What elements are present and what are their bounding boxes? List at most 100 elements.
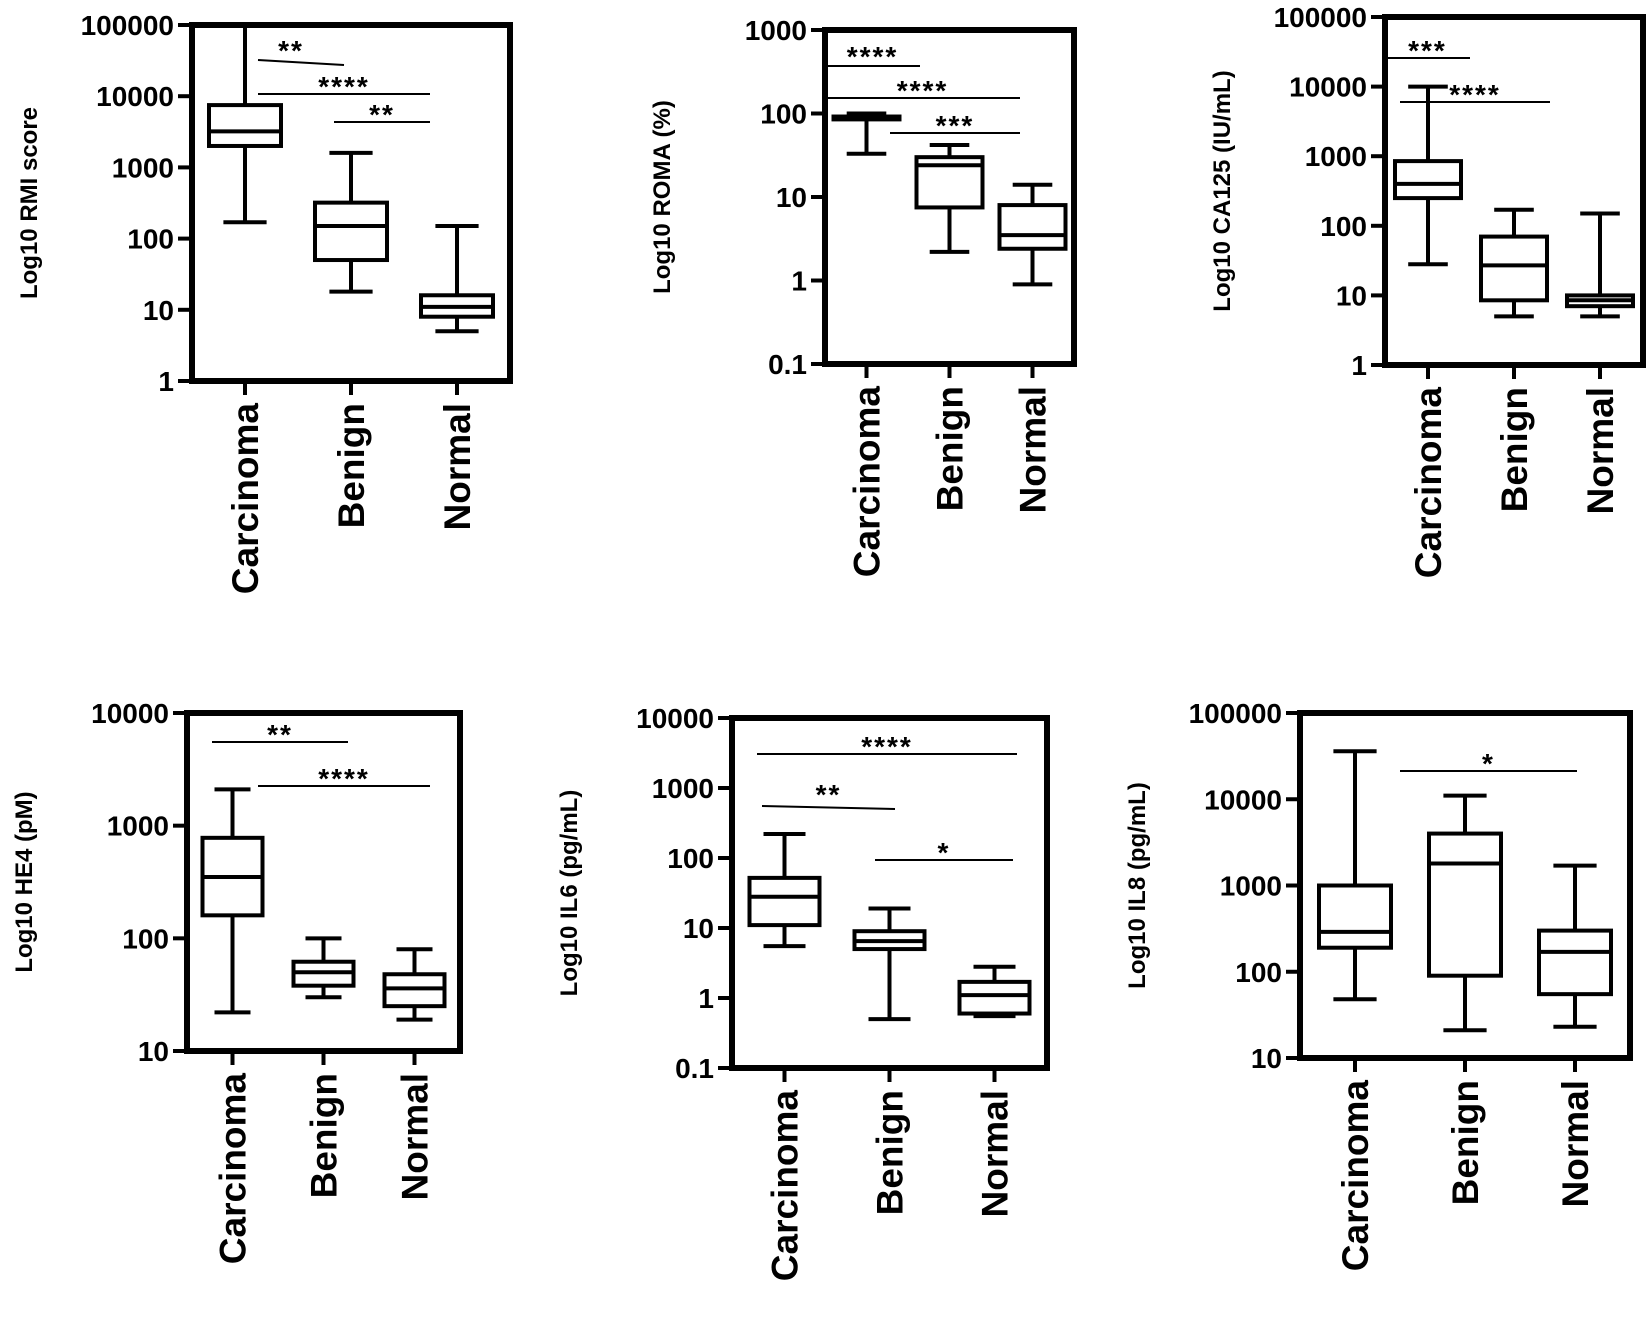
category-label: Benign: [304, 1073, 345, 1198]
box-plot: [1479, 207, 1549, 319]
box-plot: [382, 947, 447, 1022]
box-plot: [419, 224, 495, 334]
significance-label: ***: [1408, 35, 1447, 66]
category-label: Normal: [1580, 387, 1621, 514]
box-plot: [313, 150, 389, 294]
y-tick-label: 100000: [81, 10, 174, 41]
significance-label: ****: [847, 41, 899, 72]
category-label: Carcinoma: [225, 403, 266, 595]
box-plot: [747, 832, 822, 949]
category-label: Carcinoma: [1335, 1080, 1376, 1272]
box-plot: [914, 142, 985, 254]
y-tick-label: 1000: [1220, 871, 1282, 902]
box-iqr: [313, 200, 389, 263]
y-tick-label: 10: [138, 1036, 169, 1067]
box-plot: [1537, 863, 1613, 1029]
significance-label: ***: [936, 110, 975, 141]
y-tick-label: 1: [791, 266, 807, 297]
box-iqr: [1537, 928, 1613, 997]
significance-label: ****: [861, 731, 913, 762]
y-tick-label: 100: [1320, 211, 1367, 242]
box-plot: [1317, 749, 1393, 1002]
category-label: Carcinoma: [213, 1073, 254, 1265]
significance-label: **: [816, 779, 842, 810]
category-label: Benign: [870, 1090, 911, 1215]
category-label: Normal: [975, 1090, 1016, 1217]
y-tick-label: 100: [667, 843, 714, 874]
y-tick-label: 10: [776, 182, 807, 213]
y-tick-label: 10: [143, 295, 174, 326]
significance-label: **: [278, 35, 304, 66]
category-label: Carcinoma: [847, 386, 888, 578]
category-label: Benign: [1445, 1080, 1486, 1205]
y-tick-label: 10: [1251, 1043, 1282, 1074]
y-tick-label: 0.1: [768, 349, 807, 380]
y-tick-label: 1: [1351, 350, 1367, 381]
y-tick-label: 0.1: [675, 1053, 714, 1084]
box-plot: [957, 964, 1032, 1019]
y-axis-label: Log10 CA125 (IU/mL): [1209, 70, 1236, 311]
significance-label: *: [1482, 748, 1495, 779]
category-label: Benign: [1494, 387, 1535, 512]
significance-bar: [761, 805, 896, 810]
box-iqr: [1317, 883, 1393, 950]
box-iqr: [207, 103, 283, 148]
box-iqr: [957, 979, 1032, 1016]
category-label: Normal: [1555, 1080, 1596, 1207]
category-label: Benign: [331, 403, 372, 528]
box-plot: [852, 906, 927, 1022]
box-iqr: [997, 203, 1068, 251]
category-label: Normal: [437, 403, 478, 530]
box-iqr: [1427, 831, 1503, 978]
y-axis-label: Log10 ROMA (%): [649, 100, 676, 294]
category-label: Normal: [1013, 386, 1054, 513]
box-iqr: [1393, 159, 1463, 201]
y-tick-label: 1000: [652, 773, 714, 804]
y-tick-label: 10: [683, 913, 714, 944]
category-label: Normal: [395, 1073, 436, 1200]
y-tick-label: 10: [1336, 280, 1367, 311]
significance-label: ****: [897, 75, 949, 106]
y-tick-label: 10000: [91, 698, 169, 729]
y-tick-label: 100: [127, 224, 174, 255]
box-plot: [997, 182, 1068, 287]
y-tick-label: 10000: [1289, 72, 1367, 103]
box-plot: [291, 936, 356, 1000]
significance-label: ****: [318, 763, 370, 794]
y-tick-label: 100000: [1274, 2, 1367, 33]
y-axis-label: Log10 IL8 (pg/mL): [1124, 782, 1151, 989]
category-label: Carcinoma: [1408, 387, 1449, 579]
significance-bar: [257, 59, 345, 66]
significance-label: *: [938, 837, 951, 868]
y-tick-label: 1: [158, 366, 174, 397]
box-plot: [1565, 211, 1635, 319]
box-plot: [200, 787, 265, 1015]
box-plot: [207, 23, 283, 225]
y-tick-label: 1000: [112, 152, 174, 183]
y-tick-label: 10000: [1204, 784, 1282, 815]
y-tick-label: 10000: [636, 703, 714, 734]
y-tick-label: 1000: [107, 811, 169, 842]
y-axis-label: Log10 RMI score: [16, 107, 43, 299]
category-label: Carcinoma: [765, 1090, 806, 1282]
significance-label: **: [369, 99, 395, 130]
significance-label: ****: [318, 71, 370, 102]
y-axis-label: Log10 HE4 (pM): [11, 791, 38, 972]
box-plot: [1427, 793, 1503, 1033]
y-tick-label: 100000: [1189, 698, 1282, 729]
y-axis-label: Log10 IL6 (pg/mL): [556, 790, 583, 997]
significance-label: ****: [1449, 79, 1501, 110]
y-tick-label: 1000: [1305, 141, 1367, 172]
y-tick-label: 1: [698, 983, 714, 1014]
y-tick-label: 10000: [96, 81, 174, 112]
box-plot: [831, 111, 902, 156]
category-label: Benign: [930, 386, 971, 511]
box-iqr: [747, 875, 822, 928]
